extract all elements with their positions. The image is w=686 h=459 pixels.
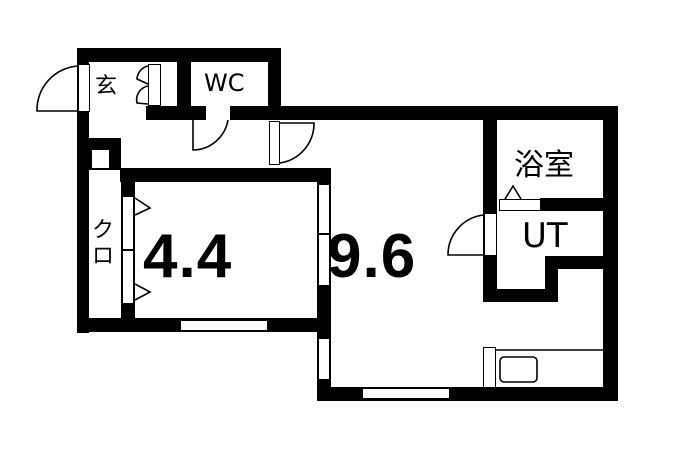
wc-door-arc-icon (192, 119, 229, 151)
sliding-door-room1-room2-a[interactable] (318, 184, 330, 234)
closet-door-b[interactable] (122, 250, 134, 304)
wall-room1-top (120, 168, 331, 182)
kitchen-sink-icon (499, 356, 538, 383)
room2-door-arc-icon (279, 122, 315, 164)
room-area-room1: 4.4 (143, 222, 233, 291)
window-room2-left[interactable] (318, 338, 330, 380)
ut-door-arc-icon (447, 214, 485, 256)
bath-door-triangle-icon (504, 184, 522, 200)
bath-door-frame[interactable] (499, 199, 541, 211)
shoe-cabinet-door-frame[interactable] (148, 64, 161, 106)
window-room1-bottom[interactable] (180, 320, 268, 331)
genkan-box-inner (92, 150, 109, 168)
room-label-bath: 浴室 (514, 148, 574, 183)
entry-door-arc-icon (36, 65, 79, 112)
kitchen-fridge-post (483, 347, 496, 388)
room-label-wc: WC (204, 69, 245, 97)
wall-genkan-wc (177, 48, 191, 120)
room2-door-frame[interactable] (269, 121, 280, 165)
wall-wc-bottom (230, 106, 281, 120)
sliding-door-room1-room2-b[interactable] (318, 234, 330, 286)
closet-door-a[interactable] (122, 196, 134, 250)
ut-door-frame[interactable] (484, 213, 497, 256)
wall-bath-bottom (540, 198, 618, 211)
wall-wc-right (268, 48, 281, 120)
entry-door-frame[interactable] (78, 64, 90, 112)
wall-genkan-bottom (146, 106, 206, 120)
room-label-closet: クロ (92, 218, 115, 269)
window-room2-bottom[interactable] (362, 388, 450, 399)
room-area-room2: 9.6 (327, 222, 417, 291)
room-label-ut: UT (522, 216, 568, 256)
wall-top-main (268, 106, 618, 120)
wall-room2-stub (300, 318, 331, 332)
wall-entry-left (77, 48, 89, 333)
room-label-genkan: 玄 (95, 74, 118, 99)
wall-right (603, 106, 618, 401)
wall-ut-bottom (483, 289, 558, 302)
wall-ut-step-h (545, 256, 618, 269)
